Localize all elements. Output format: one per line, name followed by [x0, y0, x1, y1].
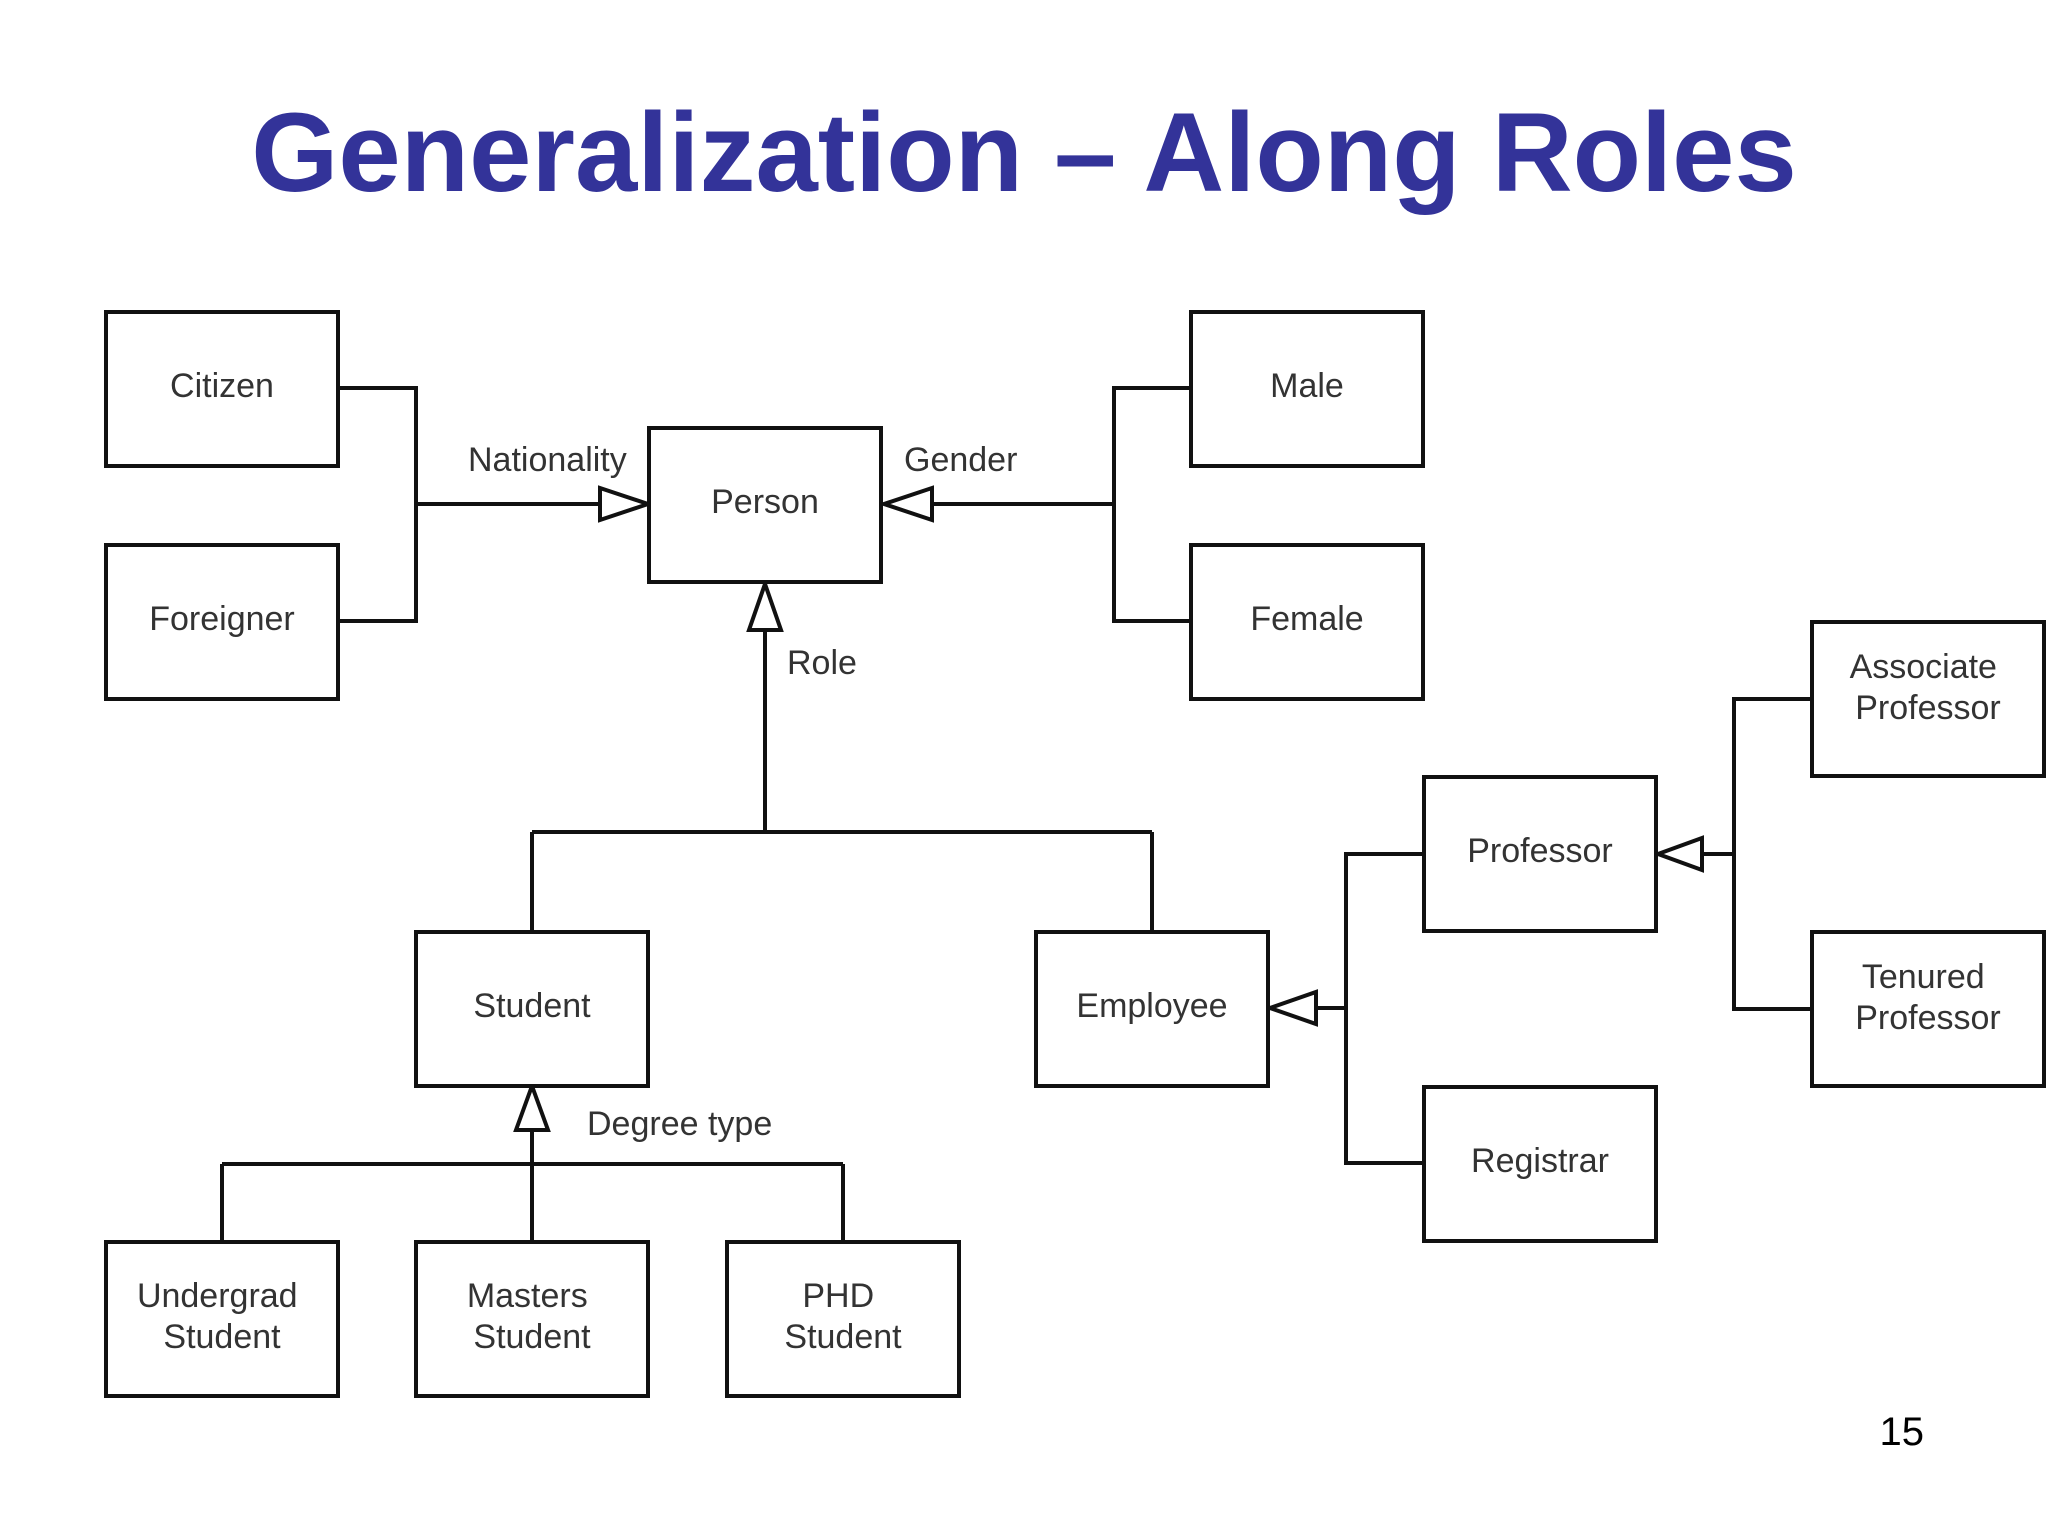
- connector-registrar: [1344, 1008, 1424, 1165]
- class-boxes: Citizen Foreigner Person Male Female: [104, 310, 2046, 1398]
- node-female-box: [1189, 543, 1425, 701]
- node-male: Male: [1189, 310, 1425, 468]
- node-person: Person: [647, 426, 883, 584]
- node-associate-professor-line-1: Associate: [1850, 648, 1997, 686]
- node-phd-student-line-2: Student: [784, 1318, 902, 1356]
- node-phd-student: PHD Student: [725, 1240, 961, 1398]
- connector-male: [1112, 386, 1190, 504]
- arrowheads: [513, 485, 1704, 1132]
- node-employee: Employee: [1034, 930, 1270, 1088]
- edge-label-role: Role: [787, 644, 857, 682]
- node-undergrad-student-line-2: Student: [163, 1318, 281, 1356]
- node-masters-student-line-1: Masters: [467, 1277, 588, 1315]
- node-foreigner-box: [104, 543, 340, 701]
- node-male-label: Male: [1270, 367, 1344, 405]
- edge-label-nationality: Nationality: [468, 441, 627, 479]
- node-associate-professor-box: [1810, 620, 2046, 778]
- node-masters-student: Masters Student: [414, 1240, 650, 1398]
- connector-associate: [1732, 697, 1812, 854]
- node-female: Female: [1189, 543, 1425, 701]
- svg-text:Undergrad Student: Undergrad Student: [137, 1277, 307, 1356]
- node-foreigner-label: Foreigner: [149, 600, 295, 638]
- arrowhead-degree-type: [513, 1080, 551, 1132]
- node-foreigner: Foreigner: [104, 543, 340, 701]
- slide-title: Generalization – Along Roles: [251, 90, 1797, 215]
- node-registrar-box: [1422, 1085, 1658, 1243]
- node-student: Student: [414, 930, 650, 1088]
- svg-text:Female: Female: [1250, 600, 1363, 638]
- node-phd-student-line-1: PHD: [802, 1277, 874, 1315]
- arrowhead-nationality: [598, 485, 655, 523]
- connector-tenured: [1732, 854, 1812, 1011]
- connectors: [220, 386, 1812, 1242]
- svg-text:Citizen: Citizen: [170, 367, 274, 405]
- node-associate-professor-line-2: Professor: [1855, 689, 2001, 727]
- node-masters-student-box: [414, 1240, 650, 1398]
- node-student-box: [414, 930, 650, 1088]
- connector-female: [1112, 504, 1190, 623]
- node-person-label: Person: [711, 483, 819, 521]
- node-registrar: Registrar: [1422, 1085, 1658, 1243]
- svg-text:PHD Student: PHD Student: [784, 1277, 902, 1356]
- node-undergrad-student-line-1: Undergrad: [137, 1277, 298, 1315]
- node-phd-student-box: [725, 1240, 961, 1398]
- node-citizen: Citizen: [104, 310, 340, 468]
- svg-text:Foreigner: Foreigner: [149, 600, 295, 638]
- edge-label-gender: Gender: [904, 441, 1017, 479]
- svg-text:Professor: Professor: [1467, 832, 1613, 870]
- node-associate-professor: Associate Professor: [1810, 620, 2046, 778]
- node-masters-student-line-2: Student: [473, 1318, 591, 1356]
- edge-labels: Nationality Gender Role Degree type: [468, 441, 1017, 1143]
- node-professor-label: Professor: [1467, 832, 1613, 870]
- svg-text:Associate Professor: Associate Professor: [1850, 648, 2007, 727]
- node-tenured-professor-box: [1810, 930, 2046, 1088]
- node-male-box: [1189, 310, 1425, 468]
- node-person-box: [647, 426, 883, 584]
- node-tenured-professor-line-2: Professor: [1855, 999, 2001, 1037]
- connector-professor: [1344, 852, 1424, 1008]
- node-student-label: Student: [473, 987, 591, 1025]
- edge-label-degree-type: Degree type: [587, 1105, 772, 1143]
- node-female-label: Female: [1250, 600, 1363, 638]
- node-professor-box: [1422, 775, 1658, 933]
- arrowhead-gender: [877, 485, 934, 523]
- node-citizen-box: [104, 310, 340, 468]
- svg-text:Tenured Professor: Tenured Professor: [1855, 958, 2001, 1037]
- svg-text:Masters Student: Masters Student: [467, 1277, 597, 1356]
- arrowhead-professor: [1652, 835, 1704, 873]
- arrowhead-employee: [1263, 989, 1318, 1027]
- connector-citizen: [340, 386, 418, 504]
- connector-foreigner: [340, 504, 418, 623]
- svg-text:Employee: Employee: [1076, 987, 1227, 1025]
- node-undergrad-student: Undergrad Student: [104, 1240, 340, 1398]
- svg-text:Registrar: Registrar: [1471, 1142, 1609, 1180]
- page-number: 15: [1879, 1410, 1925, 1454]
- svg-text:Student: Student: [473, 987, 591, 1025]
- node-citizen-label: Citizen: [170, 367, 274, 405]
- node-registrar-label: Registrar: [1471, 1142, 1609, 1180]
- node-tenured-professor: Tenured Professor: [1810, 930, 2046, 1088]
- node-undergrad-student-box: [104, 1240, 340, 1398]
- node-employee-label: Employee: [1076, 987, 1227, 1025]
- node-professor: Professor: [1422, 775, 1658, 933]
- svg-text:Person: Person: [711, 483, 819, 521]
- svg-text:Male: Male: [1270, 367, 1344, 405]
- node-employee-box: [1034, 930, 1270, 1088]
- arrowhead-role: [746, 577, 784, 632]
- node-tenured-professor-line-1: Tenured: [1862, 958, 1985, 996]
